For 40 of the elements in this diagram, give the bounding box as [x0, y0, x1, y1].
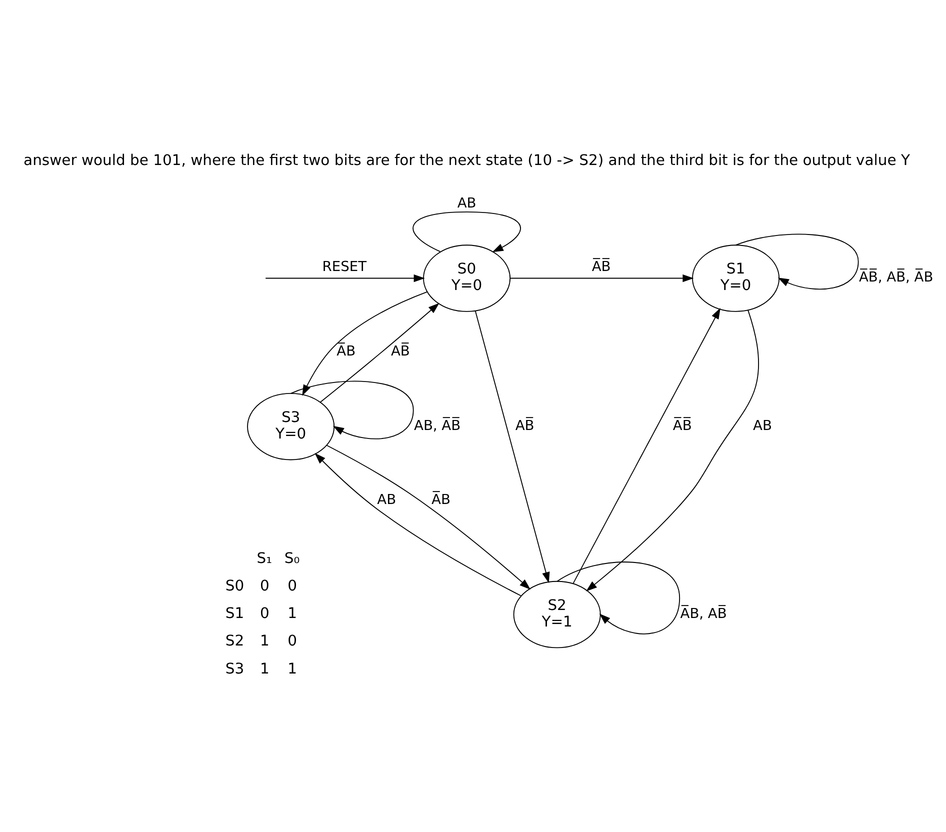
edge-label: A̅B̅: [672, 418, 692, 434]
edge-label: A̅B, AB̅: [680, 606, 727, 622]
node-ellipse: S3 Y=0: [247, 392, 335, 460]
edge-label: RESET: [322, 258, 367, 275]
edge-label: A̅B̅: [592, 258, 611, 275]
label: 1: [260, 660, 270, 678]
edge-label: AB̅: [390, 344, 410, 360]
label: 1: [288, 605, 297, 622]
edge-label: AB, A̅B̅: [414, 418, 461, 434]
arrow: [572, 308, 720, 584]
edge-label: A̅B: [336, 344, 356, 360]
label: S1: [225, 605, 244, 622]
arrow: [314, 453, 522, 596]
label: 0: [288, 577, 297, 594]
label: 0: [260, 605, 270, 622]
label: S₀: [284, 550, 300, 567]
arrow: [586, 310, 759, 592]
edge-label: A̅B: [432, 492, 450, 508]
label: S₁: [256, 550, 272, 567]
edge-label: AB: [377, 492, 396, 508]
arrow: [302, 291, 428, 396]
edge-label: A̅B̅, AB̅, A̅B: [858, 269, 934, 286]
arrow: [320, 302, 440, 403]
node-ellipse: S1 Y=0: [692, 244, 780, 312]
arrow: [474, 310, 550, 584]
label: 1: [260, 632, 270, 650]
arrow: [510, 274, 694, 282]
label: 0: [260, 577, 270, 594]
edge-label: AB: [457, 195, 476, 212]
label: S0: [225, 577, 244, 594]
arrow: [326, 444, 531, 590]
arrow: [265, 274, 425, 282]
arrow: [412, 211, 521, 252]
edge-label: AB: [753, 418, 772, 434]
label: 0: [288, 632, 297, 650]
label: S2: [225, 632, 244, 650]
label: 1: [288, 660, 297, 678]
edge-label: AB̅: [515, 418, 534, 434]
label: answer would be 101, where the first two bits are for the next state (10 -> S2) and the third bit is for the output value Y: [24, 152, 910, 169]
label: S3: [225, 660, 244, 678]
